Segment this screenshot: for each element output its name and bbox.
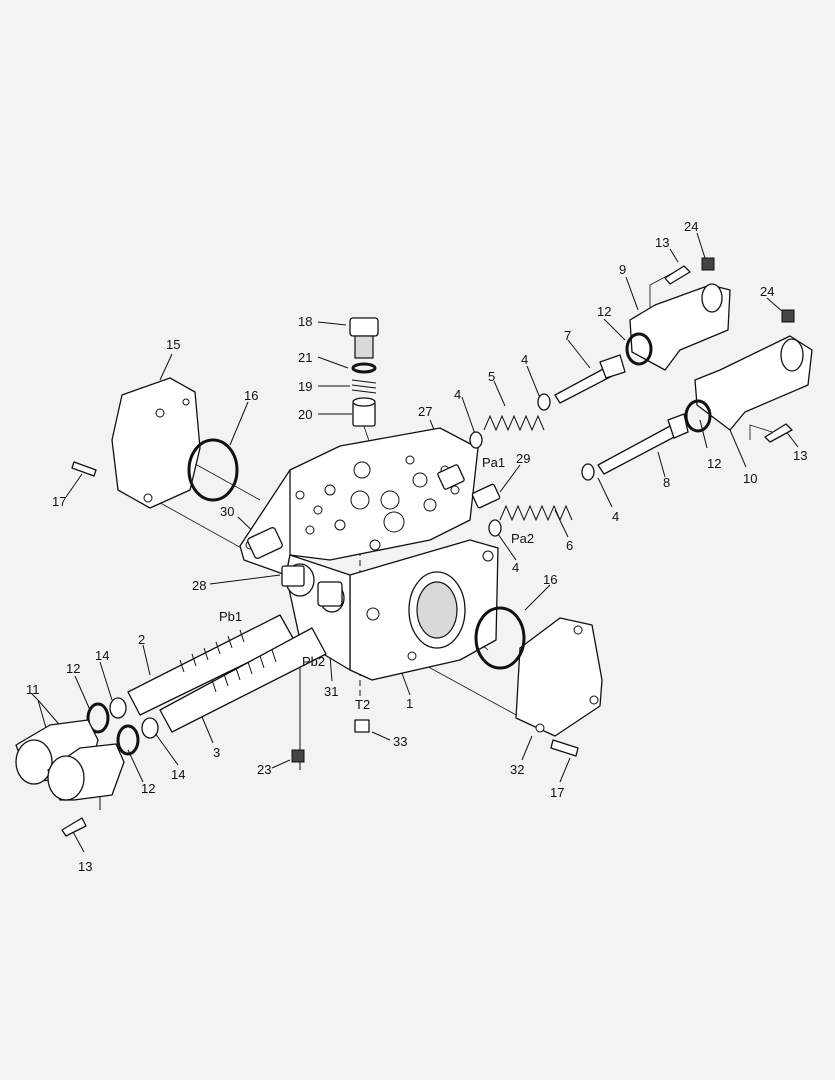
callout-32: 32 bbox=[510, 762, 524, 777]
spring-caps-9-10 bbox=[625, 257, 813, 433]
bolts bbox=[61, 265, 793, 837]
port-t2: T2 bbox=[355, 697, 370, 712]
callout-12-top: 12 bbox=[597, 304, 611, 319]
callout-4-bottom: 4 bbox=[512, 560, 519, 575]
callout-29: 29 bbox=[516, 451, 530, 466]
callout-9: 9 bbox=[619, 262, 626, 277]
relief-plug-assembly bbox=[349, 317, 379, 427]
callout-14-top: 14 bbox=[95, 648, 109, 663]
callout-4-top: 4 bbox=[521, 352, 528, 367]
callout-16-top: 16 bbox=[244, 388, 258, 403]
callout-3: 3 bbox=[213, 745, 220, 760]
spring-5 bbox=[483, 414, 545, 432]
callout-4-left: 4 bbox=[454, 387, 461, 402]
spool-left-3 bbox=[159, 627, 327, 733]
callout-8: 8 bbox=[663, 475, 670, 490]
callout-19: 19 bbox=[298, 379, 312, 394]
port-pb1: Pb1 bbox=[219, 609, 242, 624]
cover-15 bbox=[111, 377, 239, 509]
callout-33: 33 bbox=[393, 734, 407, 749]
callout-12-right: 12 bbox=[707, 456, 721, 471]
callout-27: 27 bbox=[418, 404, 432, 419]
callout-16-right: 16 bbox=[543, 572, 557, 587]
callout-17-left: 17 bbox=[52, 494, 66, 509]
callout-12-left-top: 12 bbox=[66, 661, 80, 676]
callout-12-left-bottom: 12 bbox=[141, 781, 155, 796]
left-end-caps-11 bbox=[15, 697, 370, 801]
washers bbox=[469, 393, 595, 537]
port-labels: Pa1 Pa2 Pb1 Pb2 T2 bbox=[219, 455, 534, 712]
callout-28: 28 bbox=[192, 578, 206, 593]
callout-13-top: 13 bbox=[655, 235, 669, 250]
spool-right-8 bbox=[597, 413, 689, 475]
part-callouts: 18 21 19 20 15 16 17 30 28 2 14 12 11 12… bbox=[26, 219, 807, 874]
port-pa1: Pa1 bbox=[482, 455, 505, 470]
callout-31: 31 bbox=[324, 684, 338, 699]
callout-15: 15 bbox=[166, 337, 180, 352]
callout-24-top: 24 bbox=[684, 219, 698, 234]
callout-1: 1 bbox=[406, 696, 413, 711]
callout-20: 20 bbox=[298, 407, 312, 422]
callout-14-bottom: 14 bbox=[171, 767, 185, 782]
port-pa2: Pa2 bbox=[511, 531, 534, 546]
callout-5: 5 bbox=[488, 369, 495, 384]
fittings bbox=[247, 464, 501, 607]
callout-17-right: 17 bbox=[550, 785, 564, 800]
callout-30: 30 bbox=[220, 504, 234, 519]
callout-21: 21 bbox=[298, 350, 312, 365]
callout-13-right: 13 bbox=[793, 448, 807, 463]
cover-32 bbox=[474, 606, 603, 737]
callout-24-right: 24 bbox=[760, 284, 774, 299]
spring-6 bbox=[499, 504, 573, 522]
spool-right-7 bbox=[554, 354, 626, 404]
callout-2: 2 bbox=[138, 632, 145, 647]
callout-23: 23 bbox=[257, 762, 271, 777]
callout-18: 18 bbox=[298, 314, 312, 329]
callout-13-left: 13 bbox=[78, 859, 92, 874]
callout-10: 10 bbox=[743, 471, 757, 486]
callout-4-right: 4 bbox=[612, 509, 619, 524]
callout-11: 11 bbox=[26, 682, 40, 697]
port-pb2: Pb2 bbox=[302, 654, 325, 669]
callout-7: 7 bbox=[564, 328, 571, 343]
callout-6: 6 bbox=[566, 538, 573, 553]
